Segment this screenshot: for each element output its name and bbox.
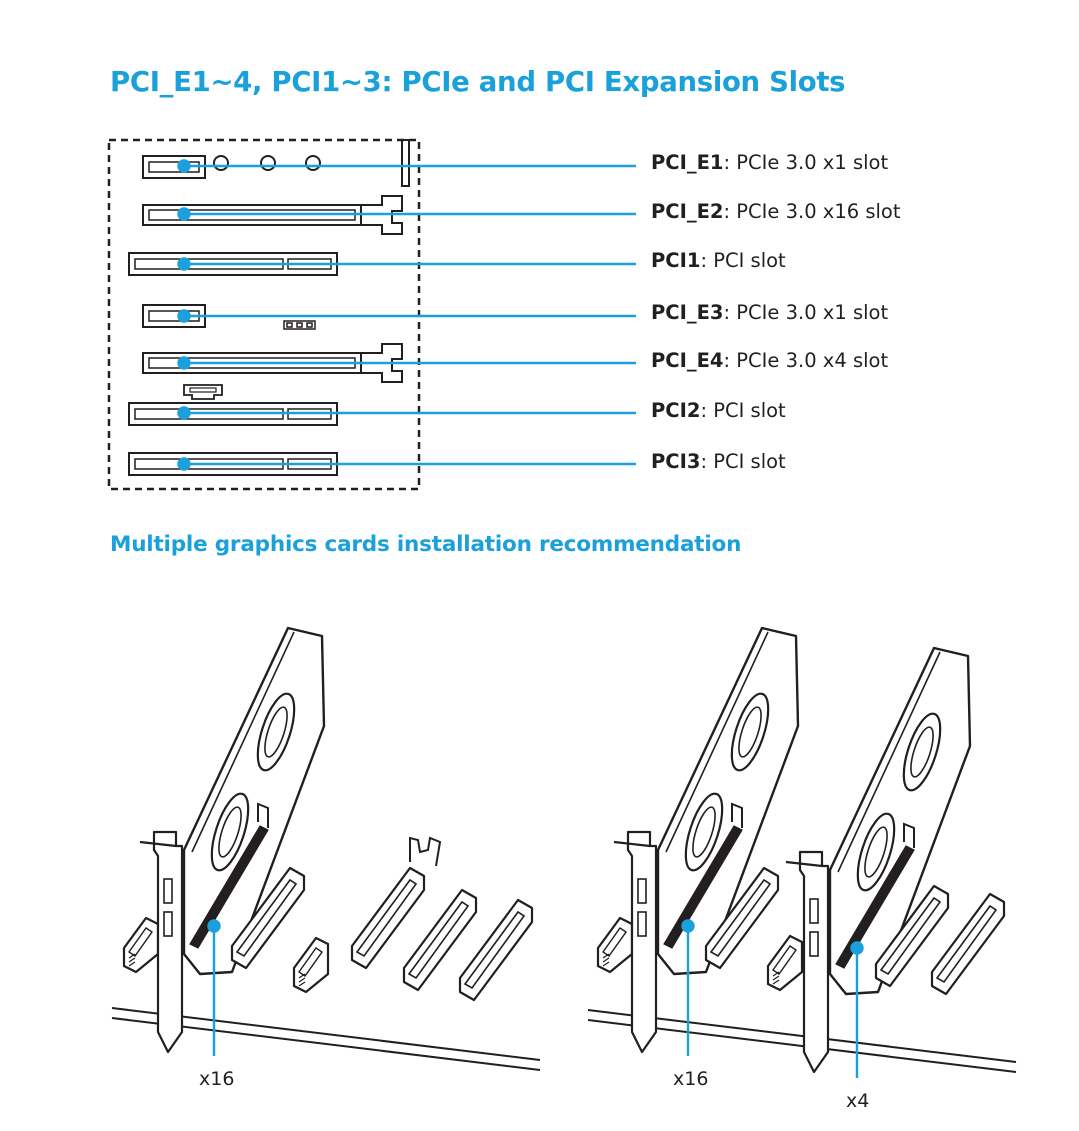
callout-x4-dual: x4 xyxy=(846,1090,869,1112)
callout-x16-dual: x16 xyxy=(673,1068,708,1090)
leader-lines xyxy=(177,159,636,471)
label-pci3: PCI3: PCI slot xyxy=(651,450,786,473)
label-pci-e1: PCI_E1: PCIe 3.0 x1 slot xyxy=(651,151,888,174)
callout-x16-single: x16 xyxy=(199,1068,234,1090)
section-subtitle: Multiple graphics cards installation rec… xyxy=(110,532,742,557)
board-outline xyxy=(107,138,421,491)
callout-lines xyxy=(207,919,864,1078)
dual-card-illustration xyxy=(587,626,1017,1074)
single-card-illustration xyxy=(111,626,541,1071)
jumper-header xyxy=(283,320,316,330)
mounting-holes xyxy=(213,155,321,171)
label-pci2: PCI2: PCI slot xyxy=(651,399,786,422)
label-pci1: PCI1: PCI slot xyxy=(651,249,786,272)
page-title: PCI_E1~4, PCI1~3: PCIe and PCI Expansion… xyxy=(110,66,846,98)
label-pci-e3: PCI_E3: PCIe 3.0 x1 slot xyxy=(651,301,888,324)
io-bracket xyxy=(401,139,410,187)
label-pci-e4: PCI_E4: PCIe 3.0 x4 slot xyxy=(651,349,888,372)
board-connector xyxy=(183,384,223,400)
label-pci-e2: PCI_E2: PCIe 3.0 x16 slot xyxy=(651,200,901,223)
